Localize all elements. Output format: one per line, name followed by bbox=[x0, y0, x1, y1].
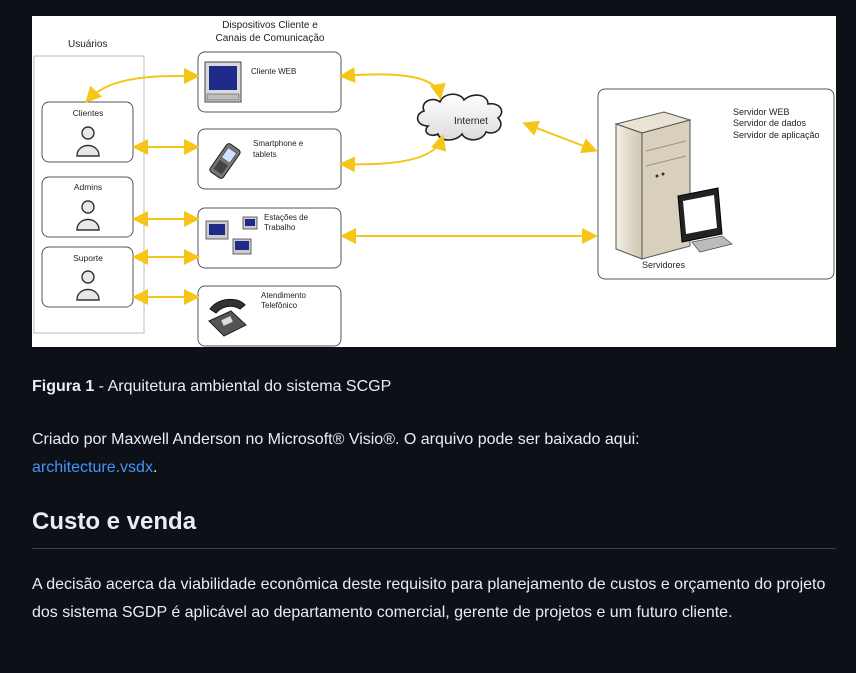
server-tower-icon bbox=[614, 111, 692, 260]
usuarios-group-frame bbox=[33, 55, 145, 334]
device-label-estacoes-1: Estações de bbox=[264, 213, 309, 222]
connector-arrows bbox=[85, 67, 598, 305]
credit-after: . bbox=[152, 459, 158, 476]
person-icon bbox=[76, 270, 100, 301]
arrow-usuarios-clienteweb bbox=[85, 67, 200, 103]
arrow-smartphone-internet bbox=[339, 134, 447, 173]
user-label-suporte: Suporte bbox=[73, 253, 103, 263]
device-label-smartphone-1: Smartphone e bbox=[253, 139, 304, 148]
architecture-file-link[interactable]: architecture.vsdx bbox=[32, 459, 153, 476]
section-heading: Custo e venda bbox=[32, 508, 197, 535]
user-label-admins: Admins bbox=[74, 182, 102, 192]
device-box-cliente-web: Cliente WEB bbox=[197, 51, 342, 113]
credit-paragraph: Criado por Maxwell Anderson no Microsoft… bbox=[32, 426, 832, 482]
user-box-clientes: Clientes bbox=[41, 101, 134, 163]
device-label-smartphone-2: tablets bbox=[253, 150, 277, 159]
workstations-icon bbox=[205, 216, 258, 255]
smartphone-icon bbox=[209, 143, 241, 179]
canais-title-line2: Canais de Comunicação bbox=[216, 33, 325, 44]
arrow-clienteweb-internet bbox=[339, 67, 446, 100]
device-label-atendimento-2: Telefônico bbox=[261, 301, 298, 310]
usuarios-title: Usuários bbox=[68, 39, 107, 50]
person-icon bbox=[76, 200, 100, 231]
servers-line-3: Servidor de aplicação bbox=[733, 130, 820, 140]
figure-caption-label: Figura 1 bbox=[32, 378, 95, 395]
diagram-canvas: Usuários Dispositivos Cliente e Canais d… bbox=[33, 20, 835, 347]
section-divider bbox=[32, 548, 836, 549]
user-box-suporte: Suporte bbox=[41, 246, 134, 308]
arrow-internet-servers bbox=[522, 120, 598, 154]
user-label-clientes: Clientes bbox=[73, 108, 104, 118]
device-label-estacoes-2: Trabalho bbox=[264, 223, 296, 232]
device-label-cliente-web: Cliente WEB bbox=[251, 67, 296, 76]
internet-cloud-icon: Internet bbox=[416, 93, 503, 141]
architecture-diagram: Usuários Dispositivos Cliente e Canais d… bbox=[32, 16, 836, 347]
device-label-atendimento-1: Atendimento bbox=[261, 291, 306, 300]
device-box-smartphone: Smartphone e tablets bbox=[197, 128, 342, 190]
telephone-icon bbox=[208, 298, 247, 337]
servers-line-2: Servidor de dados bbox=[733, 118, 807, 128]
servers-caption: Servidores bbox=[642, 260, 686, 270]
canais-title-line1: Dispositivos Cliente e bbox=[222, 20, 318, 31]
device-box-estacoes: Estações de Trabalho bbox=[197, 207, 342, 269]
figure-caption: Figura 1 - Arquitetura ambiental do sist… bbox=[32, 378, 391, 396]
figure-caption-text: - Arquitetura ambiental do sistema SCGP bbox=[94, 378, 392, 395]
user-box-admins: Admins bbox=[41, 176, 134, 238]
device-box-atendimento: Atendimento Telefônico bbox=[197, 285, 342, 347]
server-monitor-icon bbox=[677, 187, 733, 253]
internet-label: Internet bbox=[454, 116, 488, 127]
credit-text: Criado por Maxwell Anderson no Microsoft… bbox=[32, 431, 640, 448]
servers-line-1: Servidor WEB bbox=[733, 107, 790, 117]
person-icon bbox=[76, 126, 100, 157]
servers-box: Servidor WEB Servidor de dados Servidor … bbox=[597, 88, 835, 280]
section-paragraph: A decisão acerca da viabilidade econômic… bbox=[32, 576, 826, 621]
monitor-icon bbox=[204, 61, 242, 103]
